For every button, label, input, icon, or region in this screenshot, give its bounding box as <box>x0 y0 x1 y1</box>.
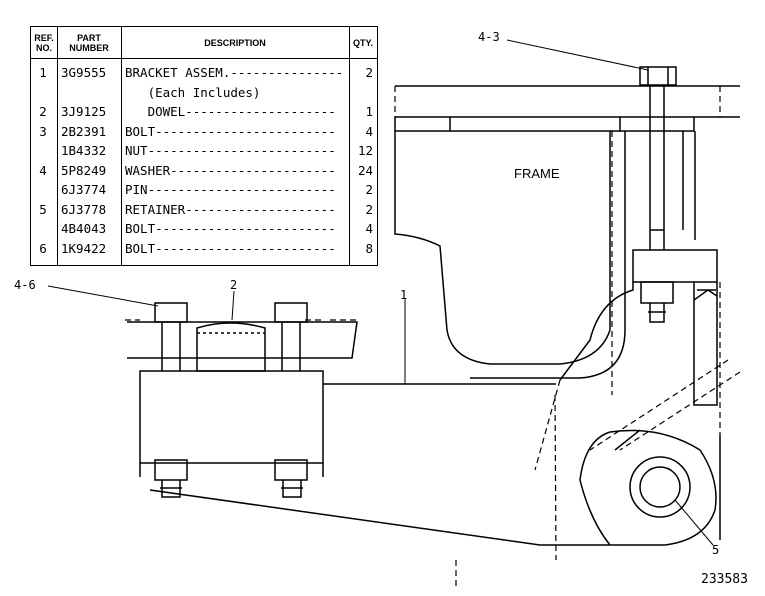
header-qty: QTY. <box>352 37 373 48</box>
row-description: DOWEL-------------------- <box>125 104 336 119</box>
row-description: BOLT------------------------ <box>125 221 336 236</box>
table-row: 6 1K9422 BOLT------------------------ 8 <box>31 241 377 257</box>
row-part-number: 1K9422 <box>61 240 107 256</box>
row-description: BOLT------------------------ <box>125 123 336 139</box>
header-ref: REF. NO. <box>34 32 54 53</box>
row-qty: 12 <box>357 143 373 158</box>
row-part-number: 6J3774 <box>61 182 107 197</box>
row-qty: 24 <box>357 162 373 178</box>
header-description: DESCRIPTION <box>204 37 266 48</box>
row-ref: 5 <box>39 201 47 217</box>
leader-lines <box>47 39 714 546</box>
bolt-right <box>274 302 308 498</box>
row-part-number: 2B2391 <box>61 123 107 139</box>
row-ref: 2 <box>39 104 47 119</box>
row-ref: 6 <box>39 240 47 256</box>
table-row: 1B4332 NUT------------------------- 12 <box>31 143 377 159</box>
row-description: NUT------------------------- <box>125 143 336 158</box>
callout-4-6: 4-6 <box>14 278 36 292</box>
table-row: 4B4043 BOLT------------------------ 4 <box>31 221 377 237</box>
figure-number: 233583 <box>701 572 748 587</box>
row-description: (Each Includes) <box>125 84 261 100</box>
bracket-assembly <box>127 321 721 546</box>
column-divider <box>57 27 58 265</box>
callout-4-3: 4-3 <box>478 30 500 44</box>
row-ref: 3 <box>39 123 47 139</box>
row-qty: 2 <box>365 65 373 80</box>
row-part-number: 5P8249 <box>61 162 107 178</box>
callout-2: 2 <box>230 278 238 292</box>
row-description: BOLT------------------------ <box>125 240 336 256</box>
row-qty: 2 <box>365 182 373 197</box>
table-row: 4 5P8249 WASHER---------------------- 24 <box>31 163 377 179</box>
callout-1: 1 <box>400 288 408 302</box>
table-row: 5 6J3778 RETAINER-------------------- 2 <box>31 202 377 218</box>
row-qty: 4 <box>365 221 373 236</box>
row-part-number: 6J3778 <box>61 201 107 217</box>
hidden-lines <box>125 86 741 590</box>
row-qty: 4 <box>365 123 373 139</box>
row-description: RETAINER-------------------- <box>125 201 336 217</box>
bolt-4-6 <box>154 302 188 498</box>
frame-label: FRAME <box>514 166 560 181</box>
column-divider <box>121 27 122 265</box>
row-description: WASHER---------------------- <box>125 162 336 178</box>
bolt-4-3 <box>639 66 677 323</box>
table-header: REF. NO. PART NUMBER DESCRIPTION QTY. <box>31 27 377 59</box>
row-ref: 1 <box>39 65 47 80</box>
row-ref: 4 <box>39 162 47 178</box>
table-row: 6J3774 PIN------------------------- 2 <box>31 182 377 198</box>
column-divider <box>349 27 350 265</box>
row-part-number: 3G9555 <box>61 65 107 80</box>
header-part-number: PART NUMBER <box>69 32 109 53</box>
row-part-number: 4B4043 <box>61 221 107 236</box>
row-qty: 1 <box>365 104 373 119</box>
dowel-2 <box>196 322 266 372</box>
row-qty: 8 <box>365 240 373 256</box>
row-description: PIN------------------------- <box>125 182 336 197</box>
row-part-number: 3J9125 <box>61 104 107 119</box>
row-qty: 2 <box>365 201 373 217</box>
frame-outline <box>394 85 740 406</box>
table-row: 3 2B2391 BOLT------------------------ 4 <box>31 124 377 140</box>
callout-5: 5 <box>712 543 720 557</box>
row-part-number: 1B4332 <box>61 143 107 158</box>
table-row: 2 3J9125 DOWEL-------------------- 1 <box>31 104 377 120</box>
row-description: BRACKET ASSEM.--------------- <box>125 65 344 80</box>
table-row: 1 3G9555 BRACKET ASSEM.--------------- 2 <box>31 65 377 81</box>
table-row: (Each Includes) <box>31 85 377 101</box>
